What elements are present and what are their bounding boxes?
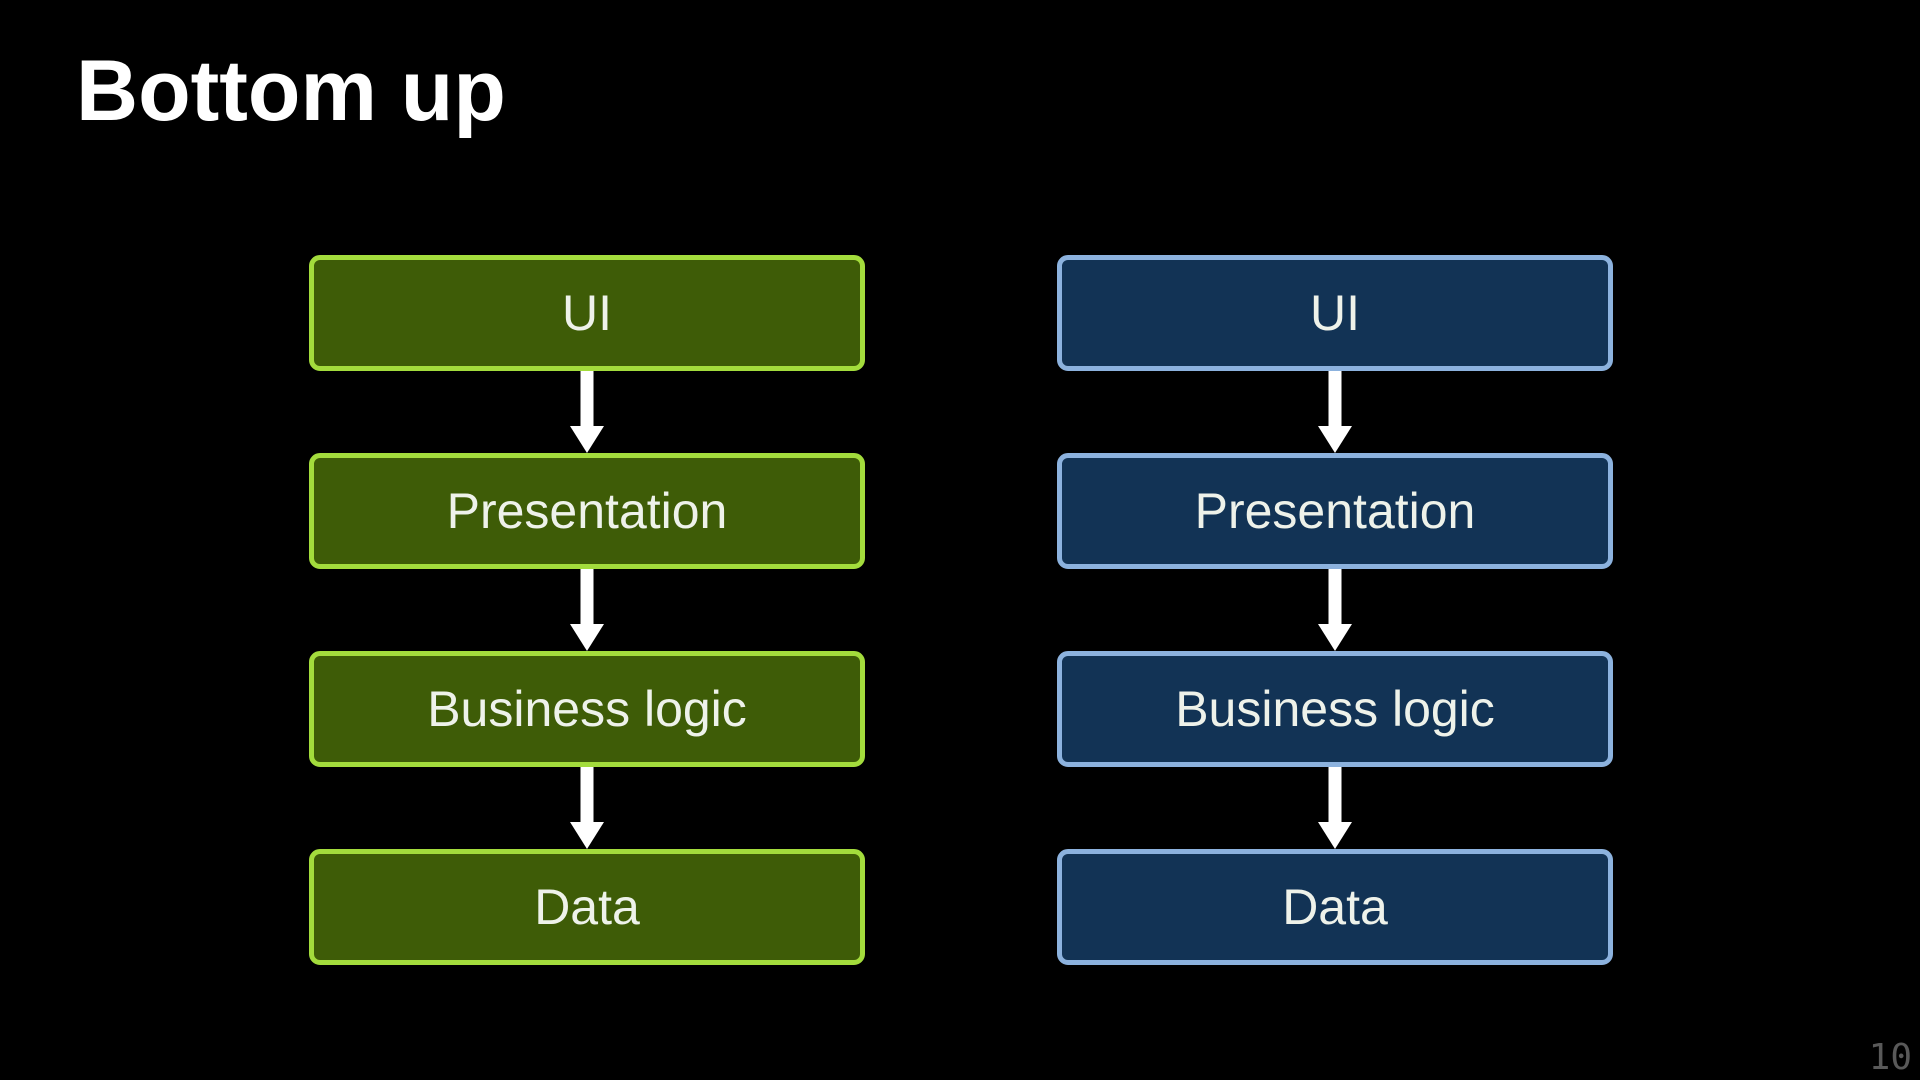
blue-box-data: Data [1057, 849, 1613, 965]
down-arrow-icon [1057, 569, 1613, 651]
blue-box-business-logic: Business logic [1057, 651, 1613, 767]
blue-box-presentation: Presentation [1057, 453, 1613, 569]
down-arrow-icon [309, 569, 865, 651]
down-arrow-icon [309, 767, 865, 849]
page-number: 10 [1868, 1037, 1912, 1078]
down-arrow-icon [1057, 371, 1613, 453]
down-arrow-icon [1057, 767, 1613, 849]
green-box-presentation: Presentation [309, 453, 865, 569]
green-box-ui: UI [309, 255, 865, 371]
green-stack-column: UI Presentation Business logic Data [309, 255, 865, 965]
green-box-data: Data [309, 849, 865, 965]
green-box-business-logic: Business logic [309, 651, 865, 767]
blue-box-ui: UI [1057, 255, 1613, 371]
slide-title: Bottom up [76, 43, 506, 139]
down-arrow-icon [309, 371, 865, 453]
blue-stack-column: UI Presentation Business logic Data [1057, 255, 1613, 965]
